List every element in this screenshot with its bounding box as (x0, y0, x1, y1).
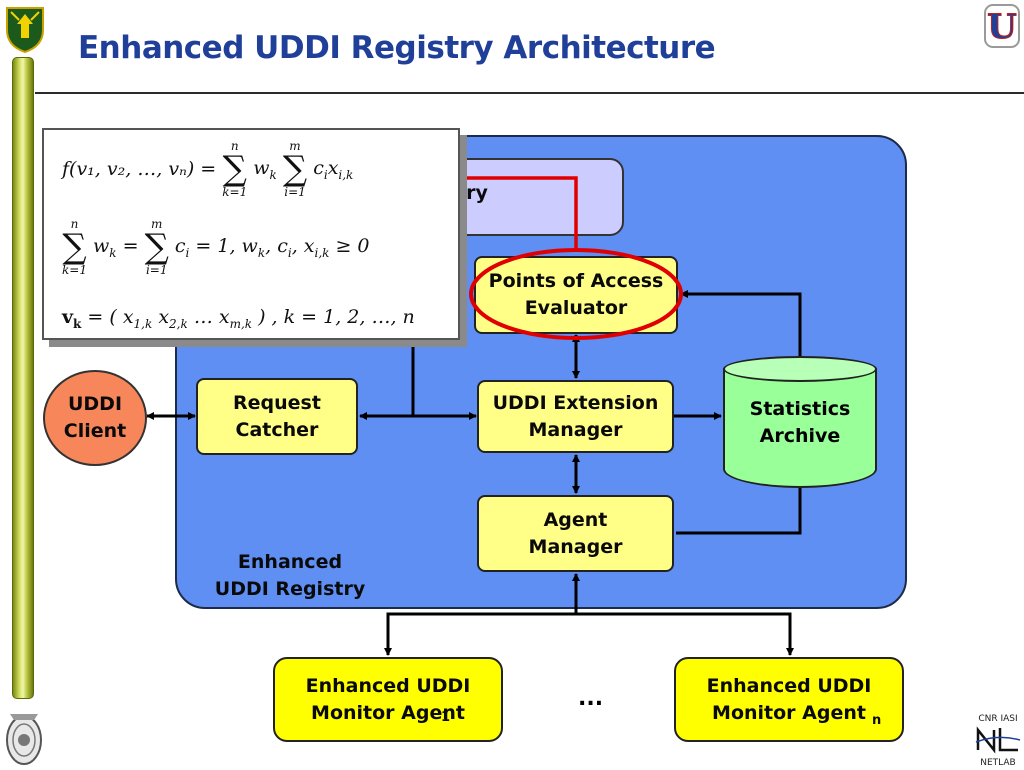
sigma-icon: ∑ (62, 227, 87, 267)
crest-logo-top-left (3, 2, 47, 58)
formula-line2-constraints: ci = 1, wk, ci, xi,k ≥ 0 (174, 234, 370, 260)
more-agents-ellipsis: ... (578, 686, 604, 711)
statistics-archive-cylinder-top (723, 356, 877, 382)
sum-lower-limit: k=1 (222, 185, 248, 199)
university-u-logo: U (983, 3, 1021, 53)
monitor-agent-n-label: Enhanced UDDI Monitor Agent (706, 674, 872, 724)
sum-lower-limit: i=1 (284, 185, 306, 199)
netlab-caption-top: CNR IASI (978, 714, 1018, 724)
monitor-agent-1-box: Enhanced UDDI Monitor Agent 1 (273, 657, 503, 742)
monitor-agent-n-box: Enhanced UDDI Monitor Agent n (674, 657, 904, 742)
sum-upper-limit: n (70, 217, 79, 231)
panel-label: Enhanced UDDI Registry (214, 551, 366, 600)
uddi-registry-box-label: try (457, 181, 488, 204)
sum-operator: n ∑ k=1 (222, 140, 247, 198)
sum-operator: m ∑ i=1 (145, 218, 169, 276)
agent-manager-box: Agent Manager (477, 495, 674, 572)
formula-line2-weight: wk = (93, 234, 145, 260)
sum-upper-limit: m (289, 139, 301, 153)
monitor-agent-1-subscript: 1 (441, 710, 451, 725)
formula-line1-weight: wk (253, 156, 277, 182)
objective-function-formula: f(v₁, v₂, …, vₙ) = n ∑ k=1 wk m ∑ i=1 ci… (42, 128, 460, 340)
formula-line3-tuple: = ( x1,k x2,k … xm,k ) , k = 1, 2, …, n (81, 306, 415, 331)
uddi-extension-manager-box: UDDI Extension Manager (477, 380, 674, 453)
sum-upper-limit: m (151, 217, 163, 231)
sum-operator: m ∑ i=1 (283, 140, 307, 198)
netlab-caption-bottom: NETLAB (980, 758, 1016, 768)
sigma-icon: ∑ (282, 149, 308, 189)
sigma-icon: ∑ (222, 149, 247, 189)
u-logo-letter: U (987, 7, 1017, 47)
title-underline-rule (35, 92, 1024, 94)
seal-logo-bottom-left (4, 706, 44, 770)
points-of-access-evaluator-box: Points of Access Evaluator (474, 256, 678, 334)
side-decorative-bar (12, 57, 34, 699)
formula-line3-vector: vk (62, 306, 82, 331)
formula-line-2: n ∑ k=1 wk = m ∑ i=1 ci = 1, wk, ci, xi,… (62, 218, 370, 276)
formula-line-3: vk = ( x1,k x2,k … xm,k ) , k = 1, 2, …,… (62, 306, 415, 331)
formula-line1-terms: cixi,k (313, 156, 354, 182)
statistics-archive-label: Statistics Archive (749, 398, 851, 447)
netlab-logo: CNR IASI NETLAB (972, 714, 1024, 768)
uddi-client-node: UDDI Client (43, 370, 147, 466)
sum-lower-limit: k=1 (62, 263, 87, 277)
formula-line-1: f(v₁, v₂, …, vₙ) = n ∑ k=1 wk m ∑ i=1 ci… (62, 140, 353, 198)
statistics-archive-cylinder (723, 368, 877, 470)
sum-operator: n ∑ k=1 (62, 218, 87, 276)
sum-upper-limit: n (230, 139, 239, 153)
request-catcher-box: Request Catcher (196, 378, 358, 455)
sigma-icon: ∑ (144, 227, 169, 267)
slide-title: Enhanced UDDI Registry Architecture (78, 30, 716, 66)
monitor-agent-1-label: Enhanced UDDI Monitor Agent (305, 674, 471, 724)
monitor-agent-n-subscript: n (872, 713, 882, 728)
sum-lower-limit: i=1 (145, 263, 168, 277)
netlab-mark-icon (975, 726, 1021, 754)
formula-line1-lhs: f(v₁, v₂, …, vₙ) = (62, 158, 217, 180)
